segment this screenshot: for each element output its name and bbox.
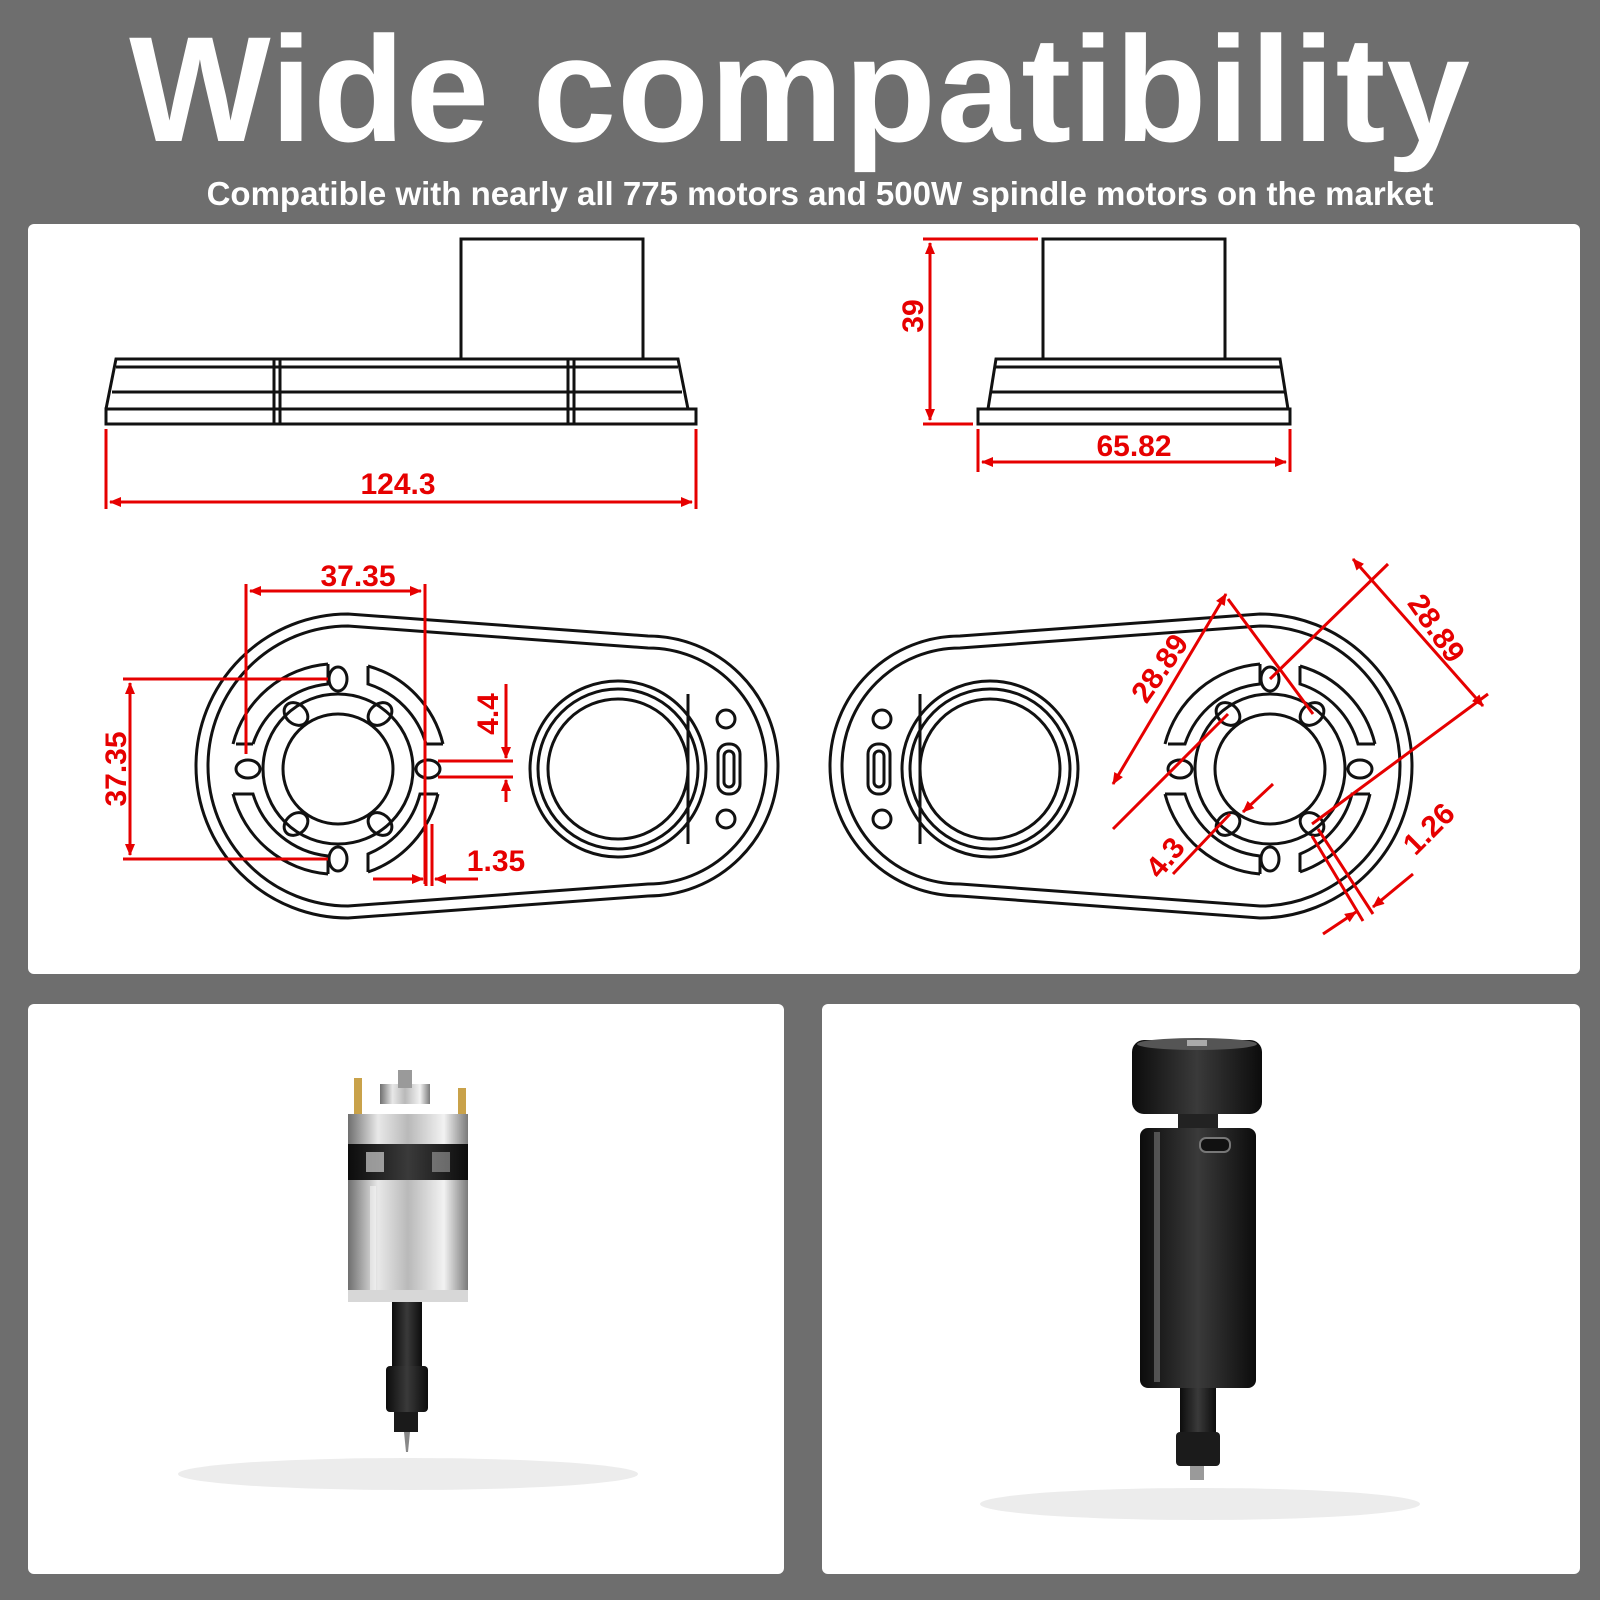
page-title: Wide compatibility (129, 5, 1471, 173)
775-motor-photo-panel (28, 1004, 784, 1574)
side-width-label: 65.82 (1096, 430, 1171, 463)
775-motor-photo (178, 1070, 638, 1490)
dimension-drawing-panel: 124.3 39 65.82 (28, 224, 1580, 974)
side-view (976, 237, 1292, 426)
side-dimensions: 39 65.82 (897, 237, 1292, 472)
right-hole-diameter-label: 4.3 (1140, 831, 1192, 884)
dimension-drawing: 124.3 39 65.82 (100, 237, 1489, 936)
plan-left-dimensions: 37.35 37.35 4.4 1.35 (100, 560, 525, 886)
side-height-label: 39 (897, 299, 930, 332)
page-subtitle: Compatible with nearly all 775 motors an… (206, 175, 1434, 212)
right-diagonal-b-label: 28.89 (1401, 588, 1471, 668)
front-view (104, 237, 698, 426)
left-slot-width-label: 4.4 (472, 693, 505, 735)
right-diagonal-a-label: 28.89 (1125, 628, 1195, 708)
plan-right-dimensions: 28.89 28.89 4.3 1.26 (1111, 558, 1489, 936)
left-vertical-spacing-label: 37.35 (100, 731, 133, 806)
front-length-dimension: 124.3 (104, 429, 698, 509)
left-horizontal-spacing-label: 37.35 (320, 560, 395, 593)
left-wall-gap-label: 1.35 (467, 845, 525, 878)
plan-view-left (194, 612, 780, 920)
500w-spindle-motor-photo (980, 1038, 1420, 1520)
front-length-label: 124.3 (360, 468, 435, 501)
500w-spindle-photo-panel (822, 1004, 1580, 1574)
plan-view-right (828, 612, 1414, 920)
